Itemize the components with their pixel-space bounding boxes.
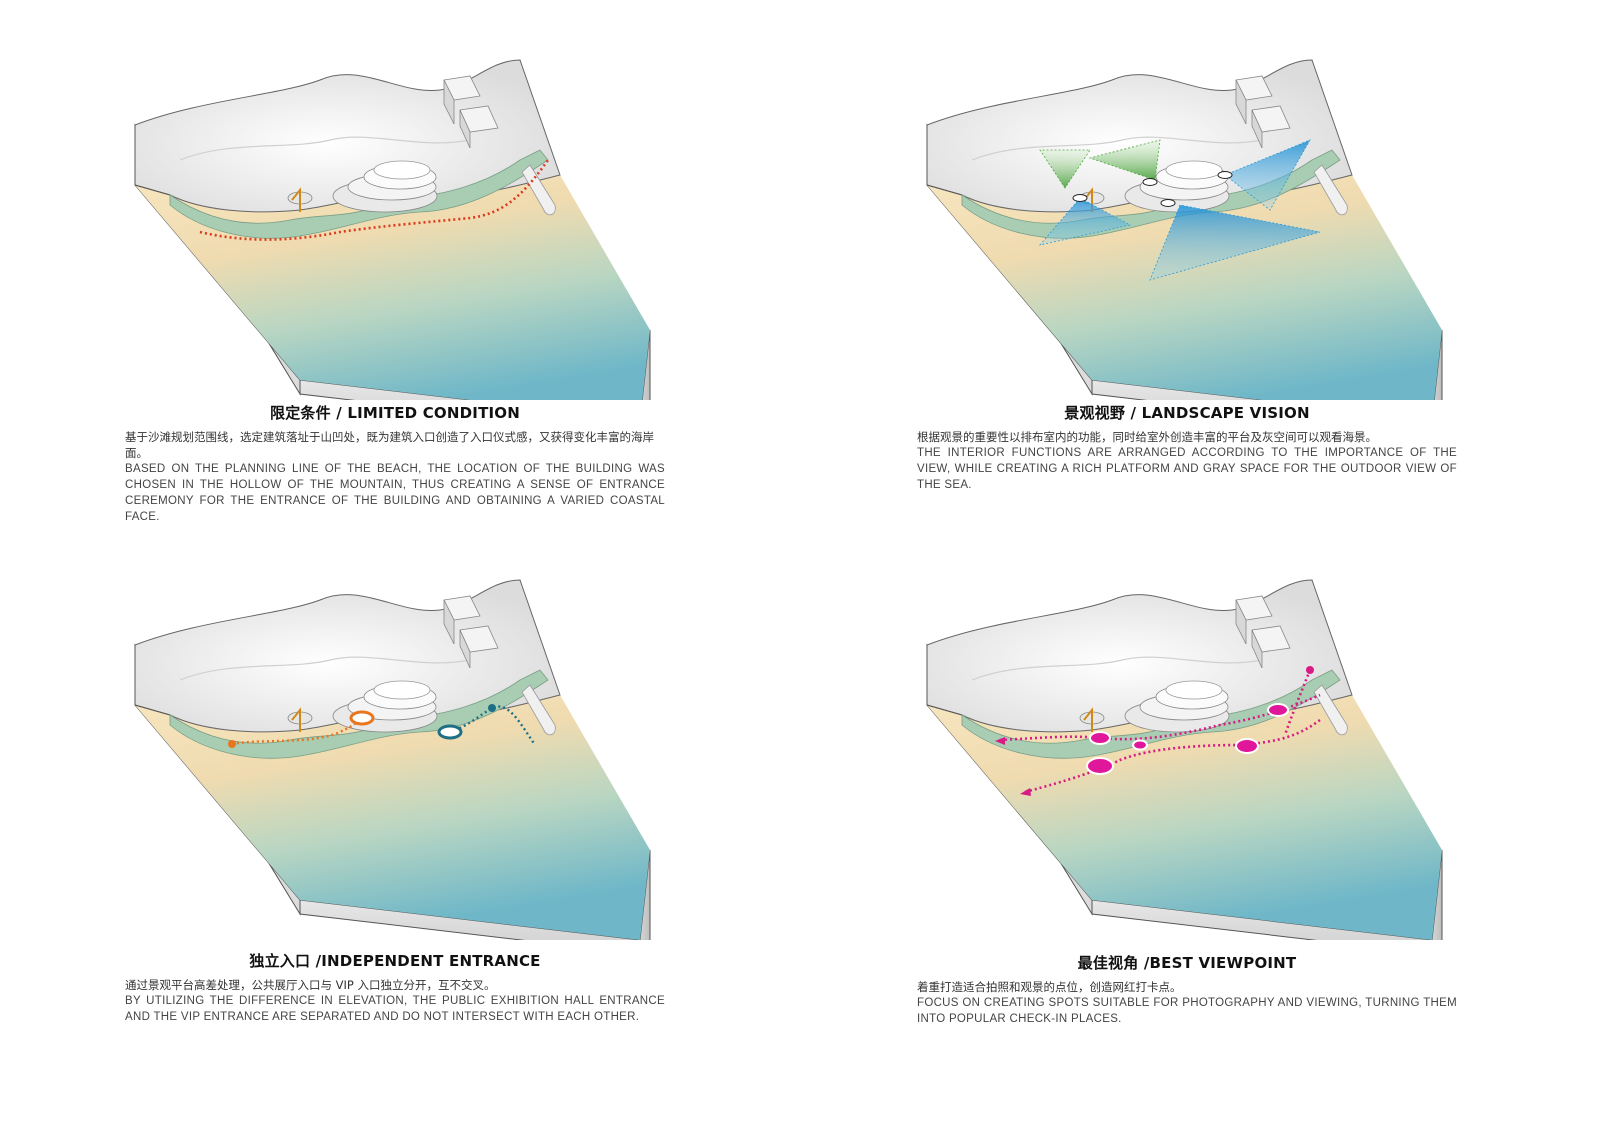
vip-route-start [488, 704, 496, 712]
eye-icon [1160, 199, 1176, 207]
panel-description-zh: 通过景观平台高差处理，公共展厅入口与 VIP 入口独立分开，互不交叉。 [125, 978, 496, 992]
panel-independent-entrance: 独立入口 /INDEPENDENT ENTRANCE 通过景观平台高差处理，公共… [0, 520, 800, 1085]
panel-title: 独立入口 /INDEPENDENT ENTRANCE [249, 952, 541, 970]
panel-title: 最佳视角 /BEST VIEWPOINT [1077, 954, 1297, 972]
public-entrance-marker [349, 710, 375, 726]
public-route-start [228, 740, 236, 748]
planning-boundary-line [199, 159, 550, 241]
panel-limited-condition: 限定条件 / LIMITED CONDITION 基于沙滩规划范围线，选定建筑落… [0, 0, 800, 565]
panel-title: 景观视野 / LANDSCAPE VISION [1064, 404, 1310, 422]
panel-description-en: BY UTILIZING THE DIFFERENCE IN ELEVATION… [125, 995, 665, 1023]
eye-icon [1217, 171, 1233, 179]
site-diagram-best-viewpoint [926, 579, 1443, 940]
viewpoint-marker [1267, 703, 1289, 717]
caption-landscape-vision: 景观视野 / LANDSCAPE VISION 根据观景的重要性以排布室内的功能… [917, 402, 1457, 493]
viewpoint-route-start [1306, 666, 1314, 674]
caption-best-viewpoint: 最佳视角 /BEST VIEWPOINT 着重打造适合拍照和观景的点位，创造网红… [917, 952, 1457, 1027]
viewpoint-marker [1235, 738, 1259, 754]
arrowhead-icon [1020, 788, 1031, 796]
caption-independent-entrance: 独立入口 /INDEPENDENT ENTRANCE 通过景观平台高差处理，公共… [125, 950, 665, 1025]
site-diagram-landscape-vision [926, 59, 1443, 400]
view-cone-mountain-right [1088, 139, 1161, 181]
site-diagram-independent-entrance [134, 579, 651, 940]
panel-best-viewpoint: 最佳视角 /BEST VIEWPOINT 着重打造适合拍照和观景的点位，创造网红… [800, 520, 1600, 1085]
panel-landscape-vision: 景观视野 / LANDSCAPE VISION 根据观景的重要性以排布室内的功能… [800, 0, 1600, 565]
viewpoint-marker [1132, 739, 1148, 751]
view-cone-east [1224, 139, 1311, 211]
site-diagram-limited-condition [134, 59, 651, 400]
panel-description-en: BASED ON THE PLANNING LINE OF THE BEACH,… [125, 463, 665, 523]
eye-icon [1142, 178, 1158, 186]
viewpoint-marker [1089, 731, 1111, 745]
panel-description-zh: 基于沙滩规划范围线，选定建筑落址于山凹处，既为建筑入口创造了入口仪式感，又获得变… [125, 430, 654, 460]
arrowhead-icon [995, 737, 1005, 745]
vip-entrance-marker [437, 724, 463, 740]
panel-description-en: THE INTERIOR FUNCTIONS ARE ARRANGED ACCO… [917, 447, 1457, 491]
caption-limited-condition: 限定条件 / LIMITED CONDITION 基于沙滩规划范围线，选定建筑落… [125, 402, 665, 525]
panel-description-zh: 根据观景的重要性以排布室内的功能，同时给室外创造丰富的平台及灰空间可以观看海景。 [917, 430, 1377, 444]
panel-description-zh: 着重打造适合拍照和观景的点位，创造网红打卡点。 [917, 980, 1182, 994]
viewpoint-marker [1086, 757, 1114, 775]
view-cone-mountain-left [1039, 149, 1091, 189]
view-cone-sea [1149, 204, 1321, 281]
panel-description-en: FOCUS ON CREATING SPOTS SUITABLE FOR PHO… [917, 997, 1457, 1025]
viewpoint-route-lower [1024, 718, 1321, 794]
panel-title: 限定条件 / LIMITED CONDITION [270, 404, 520, 422]
view-cone-west [1038, 197, 1132, 246]
eye-icon [1072, 194, 1088, 202]
